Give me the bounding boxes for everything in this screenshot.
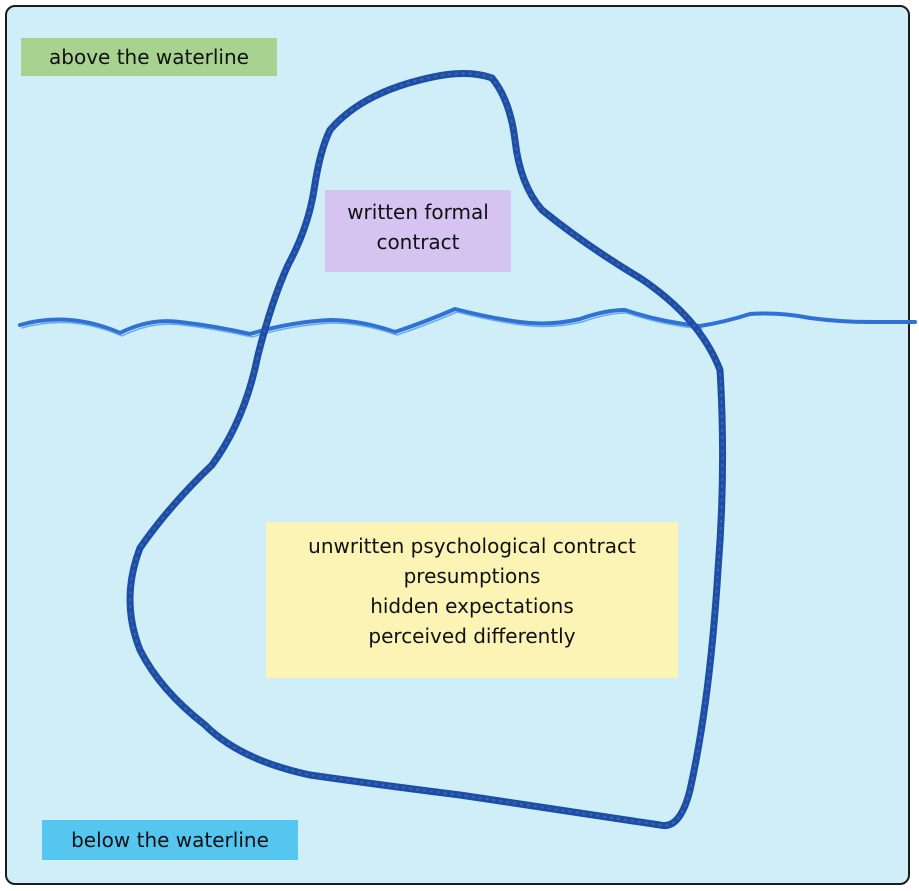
unwritten-contract-box [266, 522, 678, 678]
unwritten-contract-line: hidden expectations [370, 594, 574, 618]
unwritten-contract-line: perceived differently [368, 624, 576, 648]
formal-contract-line: written formal [347, 200, 489, 224]
unwritten-contract-label: unwritten psychological contract presump… [266, 522, 678, 678]
waterline-shadow [21, 311, 703, 338]
below-waterline-label: below the waterline [71, 828, 269, 852]
below-waterline-box [42, 820, 298, 860]
formal-contract-label: written formal contract [325, 190, 511, 272]
above-waterline-box [21, 38, 277, 76]
iceberg-outline [126, 69, 727, 830]
unwritten-contract-line: unwritten psychological contract [308, 534, 636, 558]
formal-contract-box [325, 190, 511, 272]
diagram-frame [5, 5, 910, 885]
formal-contract-line: contract [376, 230, 460, 254]
waterline [18, 307, 917, 336]
above-waterline-label: above the waterline [49, 45, 249, 69]
unwritten-contract-line: presumptions [403, 564, 541, 588]
